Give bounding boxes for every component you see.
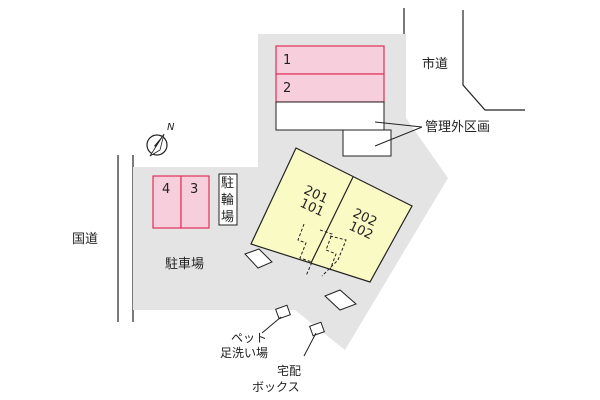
entrance-step — [324, 289, 357, 311]
delivery-box-label-line1: 宅配 — [277, 363, 301, 378]
north-arrow-icon: N — [146, 122, 175, 157]
outside-management-plot — [275, 101, 385, 131]
parking-number-1: 1 — [283, 53, 291, 68]
outside-management-label: 管理外区画 — [425, 120, 490, 135]
parking-number-4: 4 — [162, 182, 170, 197]
city-road-label: 市道 — [422, 56, 448, 72]
city-road-edge-curve — [462, 10, 525, 111]
interior-dashed-line — [321, 235, 347, 277]
parking-space-4 — [152, 175, 182, 229]
building-outline — [250, 147, 413, 283]
parking-number-3: 3 — [190, 182, 198, 197]
leader-line — [374, 126, 423, 147]
compass-north-letter: N — [167, 122, 175, 133]
bicycle-parking-char: 輪 — [221, 192, 234, 208]
pet-foot-wash-label-line2: 足洗い場 — [220, 346, 268, 360]
delivery-box-icon — [309, 321, 325, 337]
parking-lot-label: 駐車場 — [165, 257, 204, 272]
leader-line — [261, 316, 282, 334]
entrance-step — [244, 248, 273, 269]
parking-number-2: 2 — [283, 81, 291, 96]
outside-management-plot — [342, 129, 392, 157]
bicycle-parking-char: 場 — [221, 210, 234, 225]
parking-space-1 — [275, 45, 385, 75]
apartment-building: 201 101 202 102 — [244, 147, 413, 311]
national-road-label: 国道 — [72, 232, 98, 247]
parking-space-3 — [180, 175, 210, 229]
leader-line — [303, 332, 317, 357]
interior-dashed-line — [297, 223, 313, 277]
bicycle-parking — [218, 173, 238, 226]
bicycle-parking-char: 駐 — [221, 176, 234, 191]
leader-line — [374, 121, 423, 128]
delivery-box-label-line2: ボックス — [252, 380, 300, 394]
parking-space-2 — [275, 73, 385, 103]
building-unit-divider — [310, 176, 354, 264]
pet-foot-wash-icon — [275, 304, 291, 320]
pet-foot-wash-label-line1: ペット — [231, 331, 267, 345]
interior-dashed-line — [319, 229, 337, 271]
